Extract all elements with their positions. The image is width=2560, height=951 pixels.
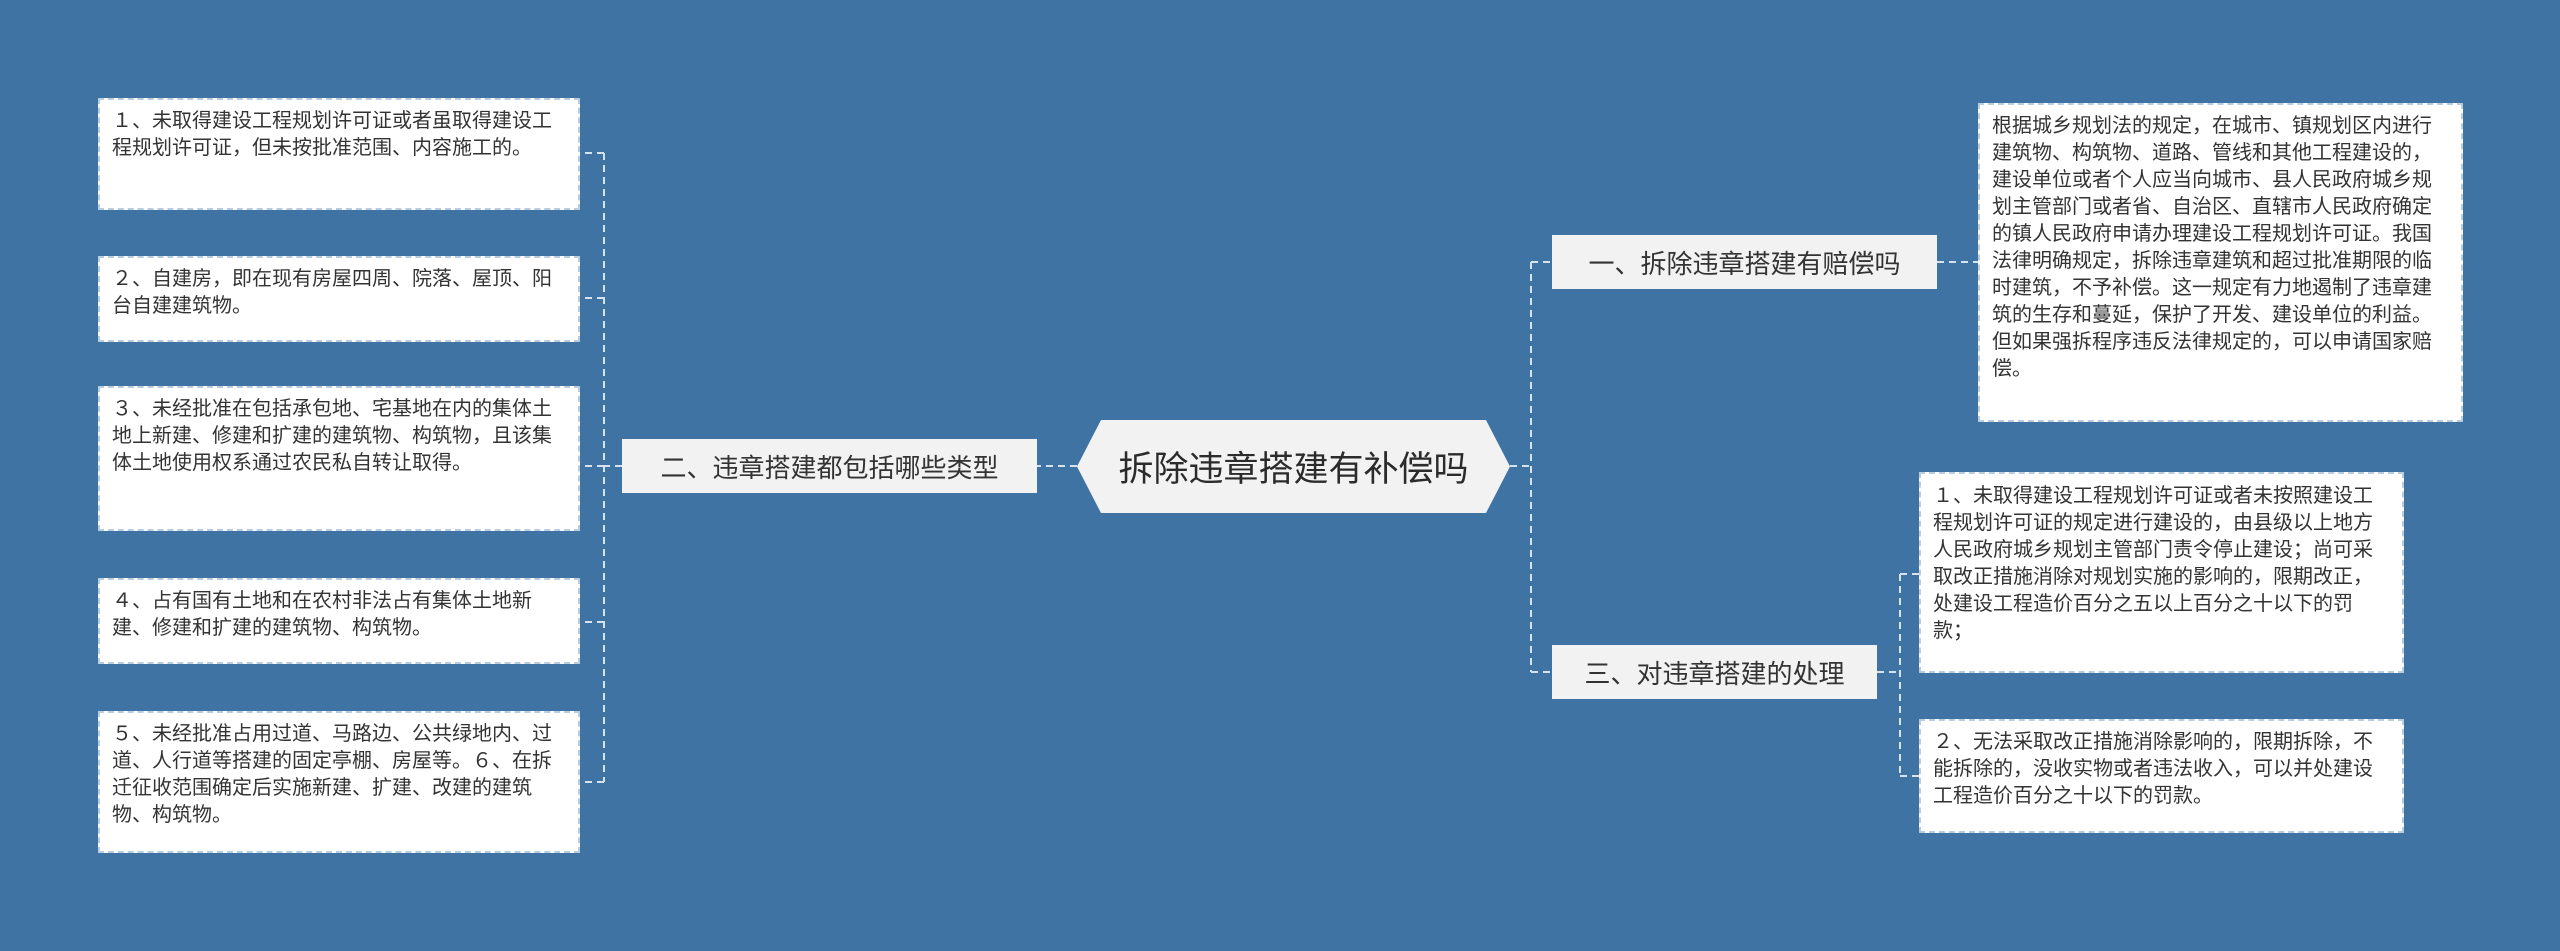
branch-types[interactable]: 二、违章搭建都包括哪些类型 bbox=[622, 439, 1037, 493]
leaf-type-3[interactable]: ３、未经批准在包括承包地、宅基地在内的集体土地上新建、修建和扩建的建筑物、构筑物… bbox=[98, 386, 580, 531]
connector-b3-trunk bbox=[1877, 574, 1901, 776]
leaf-compensation-detail-text: 根据城乡规划法的规定，在城市、镇规划区内进行建筑物、构筑物、道路、管线和其他工程… bbox=[1992, 113, 2432, 380]
leaf-type-4-text: ４、占有国有土地和在农村非法占有集体土地新建、修建和扩建的建筑物、构筑物。 bbox=[112, 588, 532, 639]
leaf-handling-2[interactable]: ２、无法采取改正措施消除影响的，限期拆除，不能拆除的，没收实物或者违法收入，可以… bbox=[1919, 719, 2404, 833]
leaf-type-3-text: ３、未经批准在包括承包地、宅基地在内的集体土地上新建、修建和扩建的建筑物、构筑物… bbox=[112, 396, 552, 474]
leaf-handling-1[interactable]: １、未取得建设工程规划许可证或者未按照建设工程规划许可证的规定进行建设的，由县级… bbox=[1919, 472, 2404, 673]
leaf-type-5[interactable]: ５、未经批准占用过道、马路边、公共绿地内、过道、人行道等搭建的固定亭棚、房屋等。… bbox=[98, 711, 580, 853]
central-topic[interactable]: 拆除违章搭建有补偿吗 bbox=[1077, 420, 1510, 513]
connector-b2-trunk bbox=[603, 153, 622, 782]
leaf-type-2-text: ２、自建房，即在现有房屋四周、院落、屋顶、阳台自建建筑物。 bbox=[112, 266, 552, 317]
leaf-type-1-text: １、未取得建设工程规划许可证或者虽取得建设工程规划许可证，但未按批准范围、内容施… bbox=[112, 108, 552, 159]
branch-compensation-label: 一、拆除违章搭建有赔偿吗 bbox=[1588, 249, 1901, 280]
leaf-type-4[interactable]: ４、占有国有土地和在农村非法占有集体土地新建、修建和扩建的建筑物、构筑物。 bbox=[98, 578, 580, 664]
leaf-compensation-detail[interactable]: 根据城乡规划法的规定，在城市、镇规划区内进行建筑物、构筑物、道路、管线和其他工程… bbox=[1978, 103, 2463, 422]
leaf-type-2[interactable]: ２、自建房，即在现有房屋四周、院落、屋顶、阳台自建建筑物。 bbox=[98, 256, 580, 342]
leaf-type-5-text: ５、未经批准占用过道、马路边、公共绿地内、过道、人行道等搭建的固定亭棚、房屋等。… bbox=[112, 721, 552, 826]
leaf-type-1[interactable]: １、未取得建设工程规划许可证或者虽取得建设工程规划许可证，但未按批准范围、内容施… bbox=[98, 98, 580, 210]
branch-types-label: 二、违章搭建都包括哪些类型 bbox=[660, 453, 999, 484]
leaf-handling-1-text: １、未取得建设工程规划许可证或者未按照建设工程规划许可证的规定进行建设的，由县级… bbox=[1933, 483, 2373, 642]
leaf-handling-2-text: ２、无法采取改正措施消除影响的，限期拆除，不能拆除的，没收实物或者违法收入，可以… bbox=[1933, 729, 2373, 807]
connector-root-right bbox=[1510, 262, 1532, 672]
central-topic-label: 拆除违章搭建有补偿吗 bbox=[1118, 450, 1469, 490]
branch-handling-label: 三、对违章搭建的处理 bbox=[1584, 659, 1845, 690]
branch-compensation[interactable]: 一、拆除违章搭建有赔偿吗 bbox=[1552, 235, 1937, 289]
branch-handling[interactable]: 三、对违章搭建的处理 bbox=[1552, 645, 1877, 699]
